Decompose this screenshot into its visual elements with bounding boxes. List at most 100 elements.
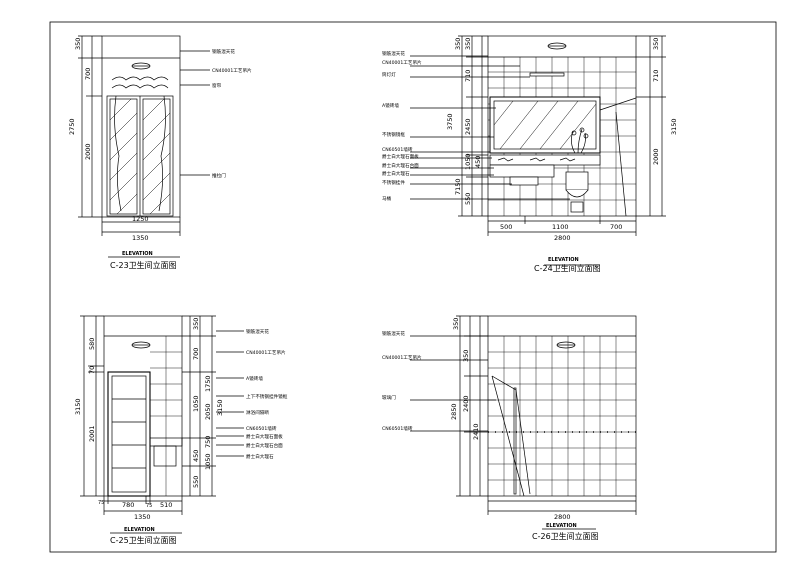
dim-label: 550 xyxy=(464,193,472,205)
dim-label: 3150 xyxy=(74,398,82,415)
dim-label: 1050 xyxy=(464,153,472,170)
callout-note: CN40001工艺吊片 xyxy=(382,59,422,66)
ceiling-lamp-icon xyxy=(547,42,567,50)
dim-label: 7150 xyxy=(454,178,462,195)
plant-icon xyxy=(571,127,589,154)
dim-label: 750 xyxy=(204,436,212,448)
callout-note: 上下不锈钢挂件镜框 xyxy=(246,393,288,400)
callout-note: 钢筋混天花 xyxy=(246,328,269,335)
ceiling-lamp-icon xyxy=(556,341,576,349)
dim-label: 350 xyxy=(192,318,200,330)
dim-label: 3150 xyxy=(670,118,678,135)
callout-note: 窗帘 xyxy=(212,82,222,89)
callout-note: 淋浴间隔断 xyxy=(246,409,269,416)
dim-label: 350 xyxy=(452,318,460,330)
callout-note: 钢筋混天花 xyxy=(382,50,405,57)
dim-label: 700 xyxy=(192,348,200,360)
dim-label: 700 xyxy=(84,68,92,80)
callout-note: 不锈钢挂件 xyxy=(382,179,405,186)
c26-texts: 钢筋混天花 CN40001工艺吊片 玻璃门 CN60501墙砖 350 350 … xyxy=(382,318,599,541)
dim-label: 2800 xyxy=(554,234,571,242)
sheet-border xyxy=(49,21,777,553)
elevation-label: ELEVATION xyxy=(548,257,579,263)
elevation-title: C-23卫生间立面图 xyxy=(110,260,177,270)
dim-label: 2410 xyxy=(472,423,480,440)
dim-label: 2400 xyxy=(462,395,470,412)
c25-texts: 580 70 2001 3150 350 700 1050 1750 3150 … xyxy=(74,318,288,545)
elevation-c23 xyxy=(78,35,210,258)
dim-label: 710 xyxy=(464,70,472,82)
dim-label: 2750 xyxy=(68,118,76,135)
dim-label: 350 xyxy=(454,38,462,50)
dim-label: 350 xyxy=(652,38,660,50)
dim-label: 2000 xyxy=(84,143,92,160)
dim-label: 2001 xyxy=(88,425,96,442)
callout-note: A镜砖墙 xyxy=(246,375,263,382)
dim-label: 3750 xyxy=(446,113,454,130)
dim-label: 500 xyxy=(500,223,512,231)
callout-note: CN60501墙砖 xyxy=(382,425,413,432)
dim-label: 3150 xyxy=(216,399,224,416)
dim-label: 2800 xyxy=(554,513,571,521)
callout-note: A镜砖墙 xyxy=(382,102,399,109)
dim-label: 2050 xyxy=(204,403,212,420)
elevation-title: C-25卫生间立面图 xyxy=(110,535,177,545)
callout-note: 爵士白大理石面板 xyxy=(382,153,419,160)
callout-note: 爵士白大理石台面 xyxy=(382,162,419,169)
tile-grid xyxy=(150,336,182,496)
dim-label: 510 xyxy=(160,501,172,509)
elevation-title: C-24卫生间立面图 xyxy=(534,263,601,273)
callout-note: 爵士白大理石面板 xyxy=(246,433,283,440)
dim-label: 1350 xyxy=(132,234,149,242)
elevation-c24 xyxy=(410,35,666,266)
ceiling-lamp-icon xyxy=(131,62,151,70)
callout-note: CN60501墙砖 xyxy=(382,146,413,153)
callout-note: 推拉门 xyxy=(212,172,226,179)
dim-label: 580 xyxy=(88,338,96,350)
dim-label: 450 xyxy=(192,450,200,462)
dim-label: 2850 xyxy=(450,403,458,420)
dim-label: 2450 xyxy=(464,118,472,135)
glass-hatch xyxy=(109,98,171,215)
elevation-c26 xyxy=(410,315,637,530)
dim-label: 1250 xyxy=(132,215,149,223)
dim-label: 700 xyxy=(610,223,622,231)
dim-label: 550 xyxy=(192,476,200,488)
callout-note: 爵士白大理石 xyxy=(382,170,410,177)
dim-label: 1750 xyxy=(204,375,212,392)
c24-texts: 钢筋混天花 CN40001工艺吊片 筒灯灯 A镜砖墙 不锈钢镜框 CN60501… xyxy=(382,38,678,273)
dim-label: 1350 xyxy=(134,513,151,521)
dim-label: 75 xyxy=(98,500,104,506)
dim-label: 75 xyxy=(146,503,152,509)
callout-note: 钢筋混天花 xyxy=(212,48,235,55)
elevation-label: ELEVATION xyxy=(124,527,155,533)
callout-note: 钢筋混天花 xyxy=(382,330,405,337)
callout-note: CN40001工艺吊片 xyxy=(246,349,286,356)
mirror-hatch xyxy=(493,100,597,150)
dim-label: 2000 xyxy=(652,148,660,165)
dim-label: 710 xyxy=(652,70,660,82)
elevation-label: ELEVATION xyxy=(122,251,153,257)
dim-label: 70 xyxy=(88,366,96,374)
callout-note: 爵士白大理石 xyxy=(246,453,274,460)
ceiling-lamp-icon xyxy=(131,341,151,349)
toilet-icon xyxy=(565,171,589,213)
callout-note: 马桶 xyxy=(382,195,392,202)
dim-label: 1100 xyxy=(552,223,569,231)
callout-note: 不锈钢镜框 xyxy=(382,131,405,138)
dim-label: 350 xyxy=(462,350,470,362)
c23-texts: 350 700 2000 2750 1250 1350 钢筋混天花 CN4000… xyxy=(68,38,252,270)
dim-label: 350 xyxy=(464,38,472,50)
dim-label: 1050 xyxy=(192,395,200,412)
dim-label: 350 xyxy=(74,38,82,50)
callout-note: 玻璃门 xyxy=(382,394,396,401)
callout-note: CN40001工艺吊片 xyxy=(382,354,422,361)
dim-label: 1050 xyxy=(204,453,212,470)
elevation-title: C-26卫生间立面图 xyxy=(532,531,599,541)
callout-note: 筒灯灯 xyxy=(382,71,396,78)
callout-note: 爵士白大理石台面 xyxy=(246,442,283,449)
dim-label: 450 xyxy=(474,156,482,168)
elevation-label: ELEVATION xyxy=(546,523,577,529)
callout-note: CN40001工艺吊片 xyxy=(212,67,252,74)
